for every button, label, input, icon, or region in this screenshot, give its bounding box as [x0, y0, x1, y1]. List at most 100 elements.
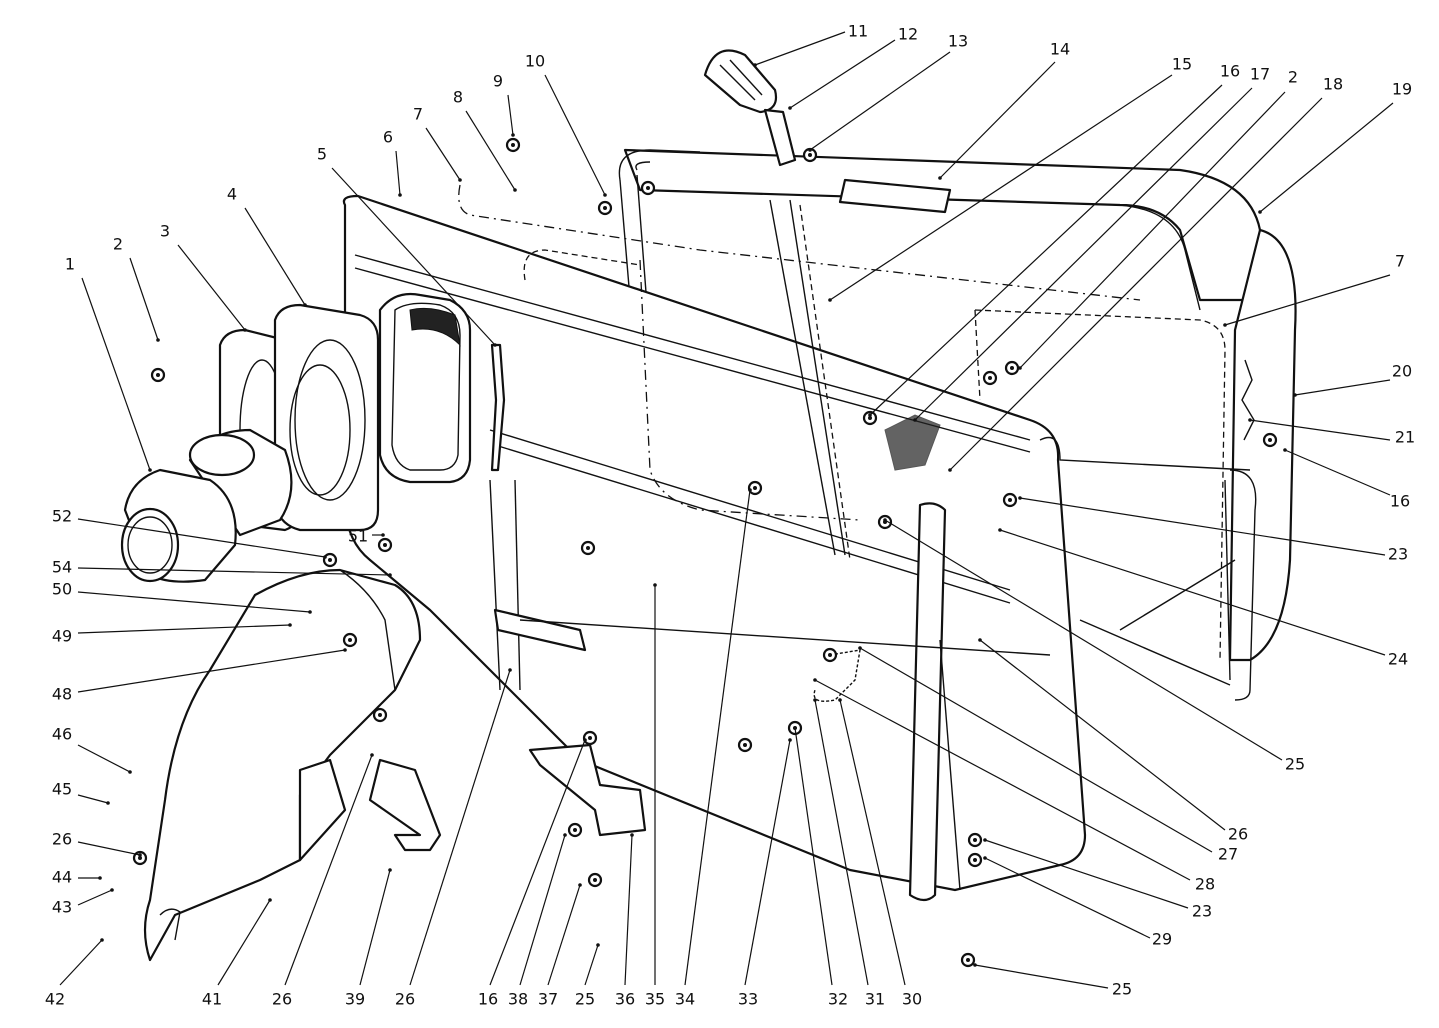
- leader-line: [77, 591, 311, 613]
- fastener-center: [743, 743, 747, 747]
- callout-label: 26: [52, 830, 72, 849]
- chute-elbow: [120, 428, 293, 583]
- chain: [813, 649, 861, 702]
- leader-line: [59, 939, 103, 986]
- leader-line: [465, 110, 516, 191]
- fasteners: [132, 137, 1278, 968]
- leader-dot: [100, 938, 104, 942]
- fastener-center: [1268, 438, 1272, 442]
- leader-line: [77, 518, 326, 558]
- leader-line: [489, 739, 586, 986]
- callout-label: 11: [848, 22, 868, 41]
- leader-lines: [59, 31, 1394, 989]
- leader-line: [244, 207, 306, 306]
- callout-label: 41: [202, 990, 222, 1009]
- callout-label: 1: [65, 255, 75, 274]
- leader-line: [809, 51, 951, 151]
- callout-label: 52: [52, 507, 72, 526]
- leader-dot: [1248, 418, 1252, 422]
- leader-dot: [156, 338, 160, 342]
- leader-line: [81, 277, 151, 471]
- hood-opening: [378, 292, 472, 484]
- callout-label: 33: [738, 990, 758, 1009]
- callout-label: 25: [1285, 755, 1305, 774]
- callout-label: 7: [413, 105, 423, 124]
- fastener-center: [753, 486, 757, 490]
- leader-line: [77, 744, 131, 773]
- callout-label: 19: [1392, 80, 1412, 99]
- callout-label: 3: [160, 222, 170, 241]
- leader-dot: [1258, 210, 1262, 214]
- leader-line: [684, 489, 751, 986]
- callout-label: 27: [1218, 845, 1238, 864]
- callout-label: 29: [1152, 930, 1172, 949]
- leader-line: [999, 529, 1386, 656]
- fastener-center: [383, 543, 387, 547]
- leader-dot: [883, 518, 887, 522]
- callout-label: 14: [1050, 40, 1070, 59]
- callout-label: 17: [1250, 65, 1270, 84]
- leader-line: [914, 87, 1253, 421]
- hinge-rod: [769, 199, 851, 561]
- leader-dot: [813, 678, 817, 682]
- leader-line: [217, 899, 271, 986]
- callout-label: 23: [1192, 902, 1212, 921]
- leader-dot: [788, 738, 792, 742]
- callout-label: 2: [1288, 68, 1298, 87]
- fastener-center: [586, 546, 590, 550]
- leader-line: [425, 127, 461, 181]
- leader-line: [839, 699, 906, 986]
- callout-label: 32: [828, 990, 848, 1009]
- callout-label: 34: [675, 990, 695, 1009]
- callout-label: 2: [113, 235, 123, 254]
- leader-line: [519, 834, 566, 986]
- fastener-center: [808, 153, 812, 157]
- callout-label: 18: [1323, 75, 1343, 94]
- leader-dot: [98, 876, 102, 880]
- callout-label: 39: [345, 990, 365, 1009]
- fastener-center: [868, 416, 872, 420]
- leader-line: [859, 647, 1213, 853]
- fastener-center: [1010, 366, 1014, 370]
- callout-label: 5: [317, 145, 327, 164]
- leader-dot: [813, 698, 817, 702]
- callout-label: 10: [525, 52, 545, 71]
- callout-label: 15: [1172, 55, 1192, 74]
- leader-line: [77, 649, 346, 693]
- leader-line: [77, 624, 291, 634]
- leader-line: [984, 857, 1151, 939]
- callout-label: 20: [1392, 362, 1412, 381]
- leader-line: [624, 834, 633, 986]
- leader-dot: [938, 176, 942, 180]
- leader-line: [359, 869, 391, 986]
- leader-dot: [983, 838, 987, 842]
- leader-dot: [388, 868, 392, 872]
- callout-label: 12: [898, 25, 918, 44]
- leader-line: [939, 61, 1056, 179]
- leader-dot: [1293, 393, 1297, 397]
- leader-dot: [308, 610, 312, 614]
- callout-label: 38: [508, 990, 528, 1009]
- callout-label: 16: [1220, 62, 1240, 81]
- leader-dot: [398, 193, 402, 197]
- leader-line: [547, 884, 581, 986]
- lower-channels: [489, 479, 1051, 691]
- fastener-center: [1008, 498, 1012, 502]
- fastener-center: [573, 828, 577, 832]
- leader-dot: [983, 856, 987, 860]
- leader-dot: [630, 833, 634, 837]
- leader-dot: [868, 413, 872, 417]
- leader-dot: [388, 573, 392, 577]
- callout-label: 16: [478, 990, 498, 1009]
- leader-dot: [596, 943, 600, 947]
- leader-line: [829, 74, 1173, 301]
- right-upright: [908, 502, 961, 902]
- leader-line: [77, 567, 391, 576]
- callout-label: 35: [645, 990, 665, 1009]
- fastener-center: [328, 558, 332, 562]
- callout-label: 48: [52, 685, 72, 704]
- screen-mesh: [884, 414, 941, 471]
